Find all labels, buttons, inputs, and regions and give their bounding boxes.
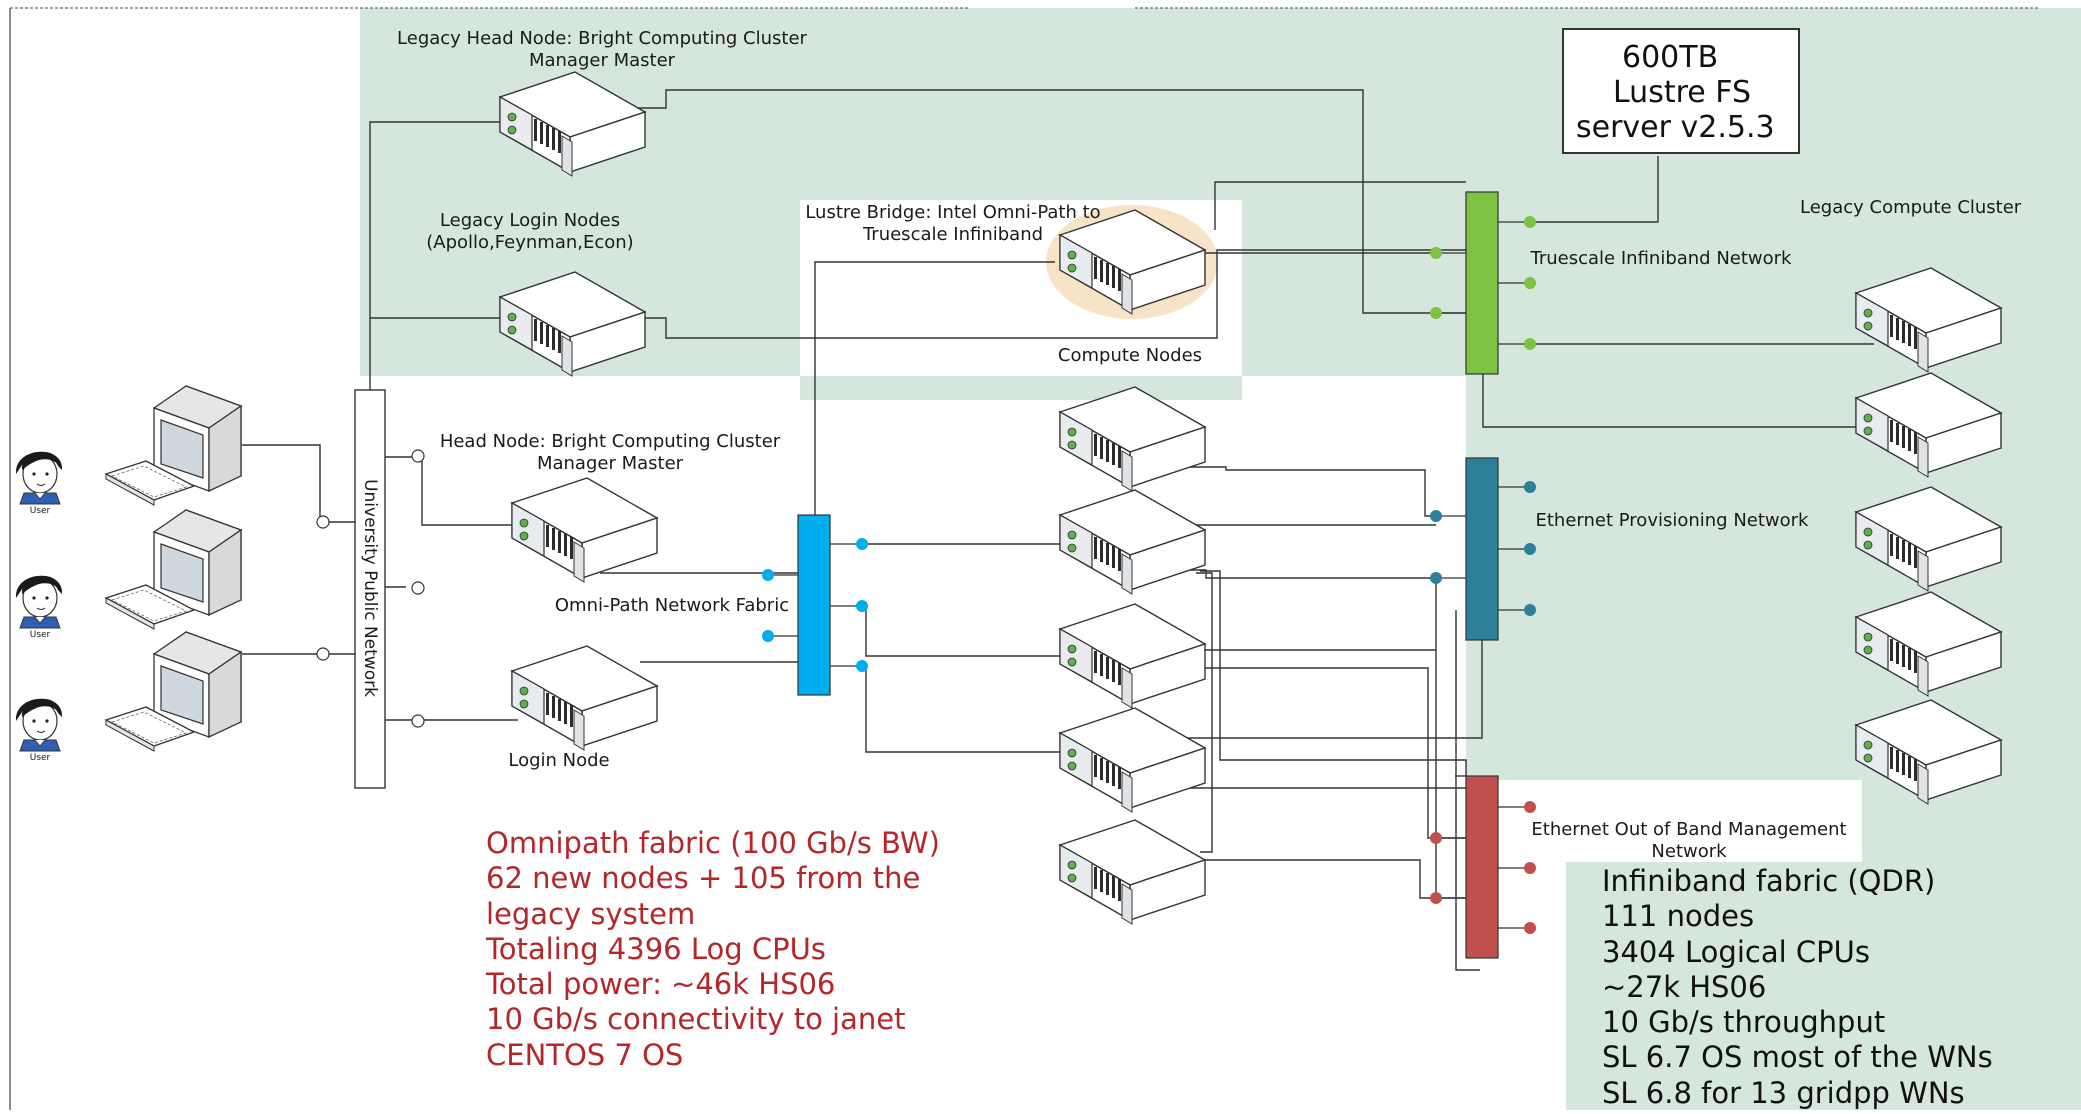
ethernet-oob-switch — [1466, 776, 1498, 958]
compute-node-server-1 — [1060, 387, 1205, 491]
legacy-login-nodes-label: Legacy Login Nodes(Apollo,Feynman,Econ) — [400, 210, 660, 254]
user-label-2: User — [20, 630, 60, 640]
compute-node-server-2 — [1060, 490, 1205, 594]
legacy-compute-cluster-label: Legacy Compute Cluster — [1800, 197, 2020, 219]
user-icon-3 — [16, 699, 62, 751]
compute-node-server-5 — [1060, 820, 1205, 924]
truescale-switch — [1466, 192, 1498, 374]
omnipath-switch — [798, 515, 830, 695]
infiniband-notes: Infiniband fabric (QDR)111 nodes 3404 Lo… — [1602, 864, 1993, 1111]
omnipath-notes: Omnipath fabric (100 Gb/s BW)62 new node… — [486, 826, 940, 1073]
compute-node-server-3 — [1060, 604, 1205, 708]
ethernet-provisioning-label: Ethernet Provisioning Network — [1532, 510, 1812, 532]
omnipath-fabric-label: Omni-Path Network Fabric — [552, 595, 792, 617]
user-label-1: User — [20, 506, 60, 516]
workstation-1 — [106, 386, 241, 505]
ethernet-provisioning-switch — [1466, 458, 1498, 640]
truescale-network-label: Truescale Infiniband Network — [1526, 248, 1796, 270]
user-label-3: User — [20, 753, 60, 763]
lustre-fs-server-box: 600TB Lustre FS server v2.5.3 — [1562, 28, 1800, 154]
workstation-2 — [106, 510, 241, 629]
compute-nodes-label: Compute Nodes — [1040, 345, 1220, 367]
user-icon-1 — [16, 452, 62, 504]
login-node-label: Login Node — [494, 750, 624, 772]
legacy-head-node-label: Legacy Head Node: Bright Computing Clust… — [356, 28, 848, 72]
university-public-network-label: University Public Network — [355, 388, 385, 788]
user-icon-2 — [16, 576, 62, 628]
workstation-3 — [106, 632, 241, 751]
compute-node-server-4 — [1060, 708, 1205, 812]
